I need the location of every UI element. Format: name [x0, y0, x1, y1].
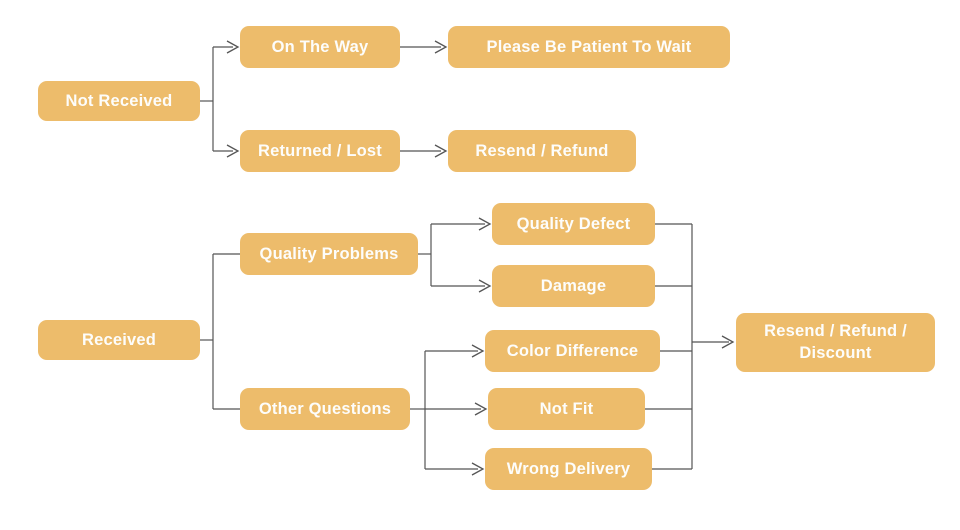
arrowhead-wrong-delivery	[471, 462, 485, 476]
node-color-difference[interactable]: Color Difference	[485, 330, 660, 372]
arrowhead-outcome	[721, 335, 735, 349]
arrowhead-color-difference	[471, 344, 485, 358]
arrowhead-resend-refund	[434, 144, 448, 158]
node-resend-refund[interactable]: Resend / Refund	[448, 130, 636, 172]
node-quality-problems[interactable]: Quality Problems	[240, 233, 418, 275]
arrowhead-returned-lost	[226, 144, 240, 158]
arrowhead-not-fit	[474, 402, 488, 416]
node-resend-refund-discount[interactable]: Resend / Refund / Discount	[736, 313, 935, 372]
node-damage[interactable]: Damage	[492, 265, 655, 307]
node-received[interactable]: Received	[38, 320, 200, 360]
arrowhead-on-the-way	[226, 40, 240, 54]
arrowhead-damage	[478, 279, 492, 293]
arrowhead-quality-defect	[478, 217, 492, 231]
node-returned-lost[interactable]: Returned / Lost	[240, 130, 400, 172]
node-wrong-delivery[interactable]: Wrong Delivery	[485, 448, 652, 490]
node-quality-defect[interactable]: Quality Defect	[492, 203, 655, 245]
node-not-received[interactable]: Not Received	[38, 81, 200, 121]
node-not-fit[interactable]: Not Fit	[488, 388, 645, 430]
node-please-be-patient-to-wait[interactable]: Please Be Patient To Wait	[448, 26, 730, 68]
arrowhead-please-be-patient	[434, 40, 448, 54]
node-on-the-way[interactable]: On The Way	[240, 26, 400, 68]
node-other-questions[interactable]: Other Questions	[240, 388, 410, 430]
